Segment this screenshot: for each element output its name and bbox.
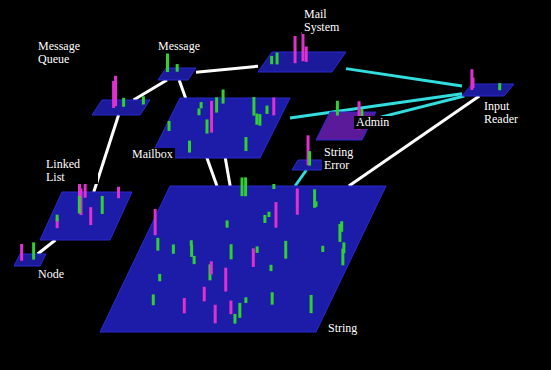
class-label: String	[326, 322, 359, 335]
plane-shape	[14, 254, 46, 266]
class-label: Message	[156, 40, 202, 53]
class-plane: Input Reader	[462, 84, 514, 96]
class-plane: Message	[158, 68, 196, 80]
plane-shape	[258, 52, 346, 72]
dependency-line	[349, 96, 479, 186]
dependency-line	[196, 66, 258, 72]
class-label: Mailbox	[130, 148, 175, 161]
plane-shape	[40, 192, 132, 240]
dependency-line	[290, 94, 462, 118]
dependency-line	[346, 69, 462, 86]
class-plane: Message Queue	[92, 100, 150, 115]
dependency-line	[225, 158, 230, 186]
plane-shape	[462, 84, 514, 96]
class-label: Linked List	[44, 158, 98, 184]
class-plane: Node	[14, 254, 46, 266]
dependency-line	[38, 240, 56, 254]
dependency-line	[134, 80, 167, 100]
class-label: Node	[36, 268, 66, 281]
class-plane: Mail System	[258, 52, 346, 72]
plane-shape	[92, 100, 150, 115]
class-plane: Admin	[316, 112, 376, 140]
class-label: Admin	[354, 116, 391, 129]
class-plane: String	[100, 186, 386, 332]
class-plane: String Error	[292, 160, 328, 170]
class-label: String Error	[322, 146, 355, 172]
class-label: Mail System	[302, 8, 346, 34]
class-plane: Mailbox	[150, 98, 290, 158]
plane-shape	[100, 186, 386, 332]
class-label: Input Reader	[482, 100, 520, 126]
plane-shape	[158, 68, 196, 80]
class-label: Message Queue	[36, 40, 100, 66]
class-plane: Linked List	[40, 192, 132, 240]
dependency-line	[295, 170, 306, 186]
